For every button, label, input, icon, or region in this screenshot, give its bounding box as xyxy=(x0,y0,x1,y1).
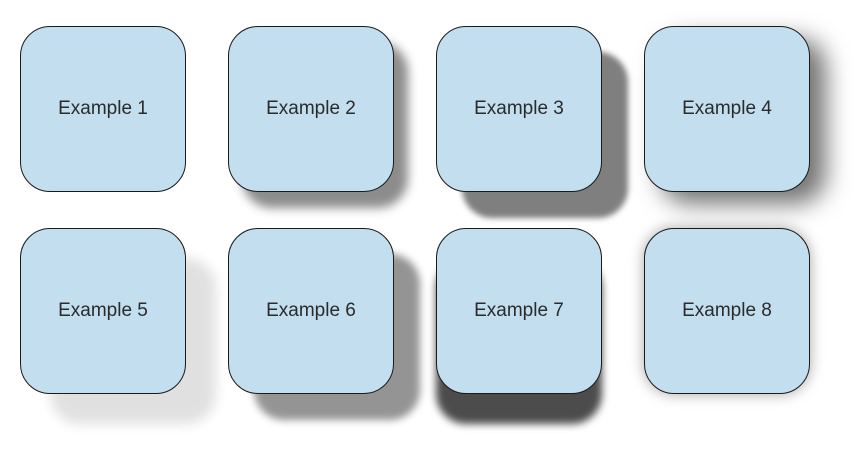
example-card-6: Example 6 xyxy=(228,228,394,394)
example-card-2: Example 2 xyxy=(228,26,394,192)
example-card-label: Example 4 xyxy=(682,98,772,119)
example-card-label: Example 5 xyxy=(58,300,148,321)
example-card-label: Example 7 xyxy=(474,300,564,321)
example-card-label: Example 1 xyxy=(58,98,148,119)
example-card-3: Example 3 xyxy=(436,26,602,192)
example-card-5: Example 5 xyxy=(20,228,186,394)
example-card-1: Example 1 xyxy=(20,26,186,192)
example-card-4: Example 4 xyxy=(644,26,810,192)
example-card-7: Example 7 xyxy=(436,228,602,394)
example-card-8: Example 8 xyxy=(644,228,810,394)
example-card-label: Example 6 xyxy=(266,300,356,321)
example-card-label: Example 3 xyxy=(474,98,564,119)
example-card-label: Example 8 xyxy=(682,300,772,321)
example-card-label: Example 2 xyxy=(266,98,356,119)
